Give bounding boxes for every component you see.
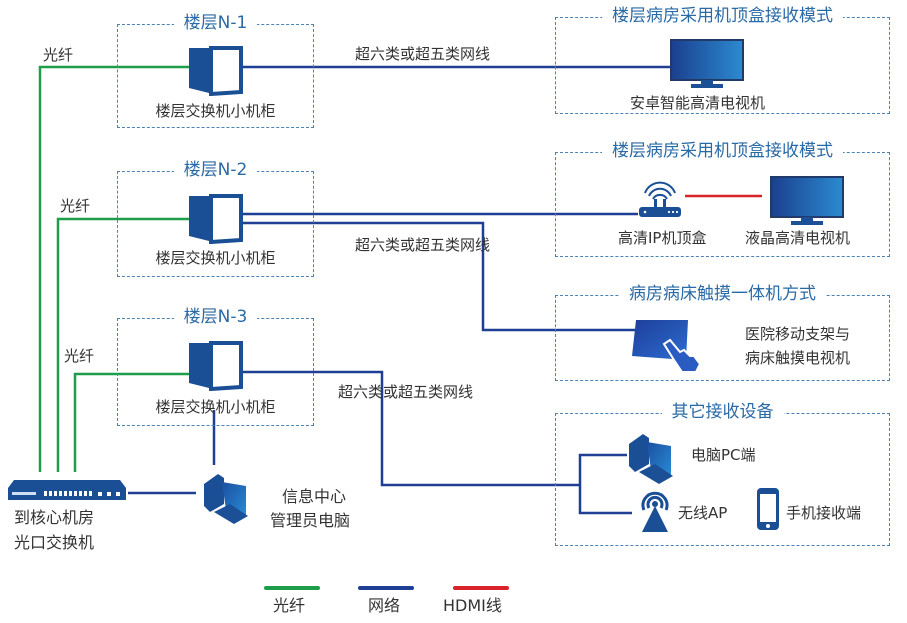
- receiver-box-other: 其它接收设备: [555, 402, 890, 546]
- cabinet-label: 楼层交换机小机柜: [155, 398, 276, 416]
- desktop-pc-icon: [629, 434, 673, 484]
- receiver-box-android-tv: 楼层病房采用机顶盒接收模式: [555, 6, 890, 114]
- legend-label-network: 网络: [368, 596, 401, 615]
- touch-screen-icon: [632, 320, 702, 373]
- floor-title: 楼层N-2: [173, 160, 258, 180]
- device-label-line1: 医院移动支架与: [745, 325, 851, 343]
- core-switch-label-line2: 光口交换机: [14, 533, 95, 552]
- admin-pc-label-line1: 信息中心: [282, 487, 347, 506]
- device-label: 无线AP: [678, 504, 728, 522]
- receiver-title: 病房病床触摸一体机方式: [619, 284, 826, 304]
- fiber-line-n3: [73, 372, 190, 472]
- receiver-title: 楼层病房采用机顶盒接收模式: [602, 6, 843, 26]
- legend-label-fiber: 光纤: [273, 596, 306, 615]
- cabinet-label: 楼层交换机小机柜: [155, 249, 276, 267]
- cabinet-icon: [189, 194, 243, 244]
- fiber-line-n2: [56, 217, 190, 472]
- cabinet-label: 楼层交换机小机柜: [155, 102, 276, 120]
- cable-label-n1: 超六类或超五类网线: [355, 45, 491, 63]
- fiber-line-n1: [38, 65, 190, 472]
- fiber-label-n1: 光纤: [43, 46, 74, 64]
- floor-box-n3: 楼层N-3: [117, 307, 314, 426]
- device-label: 手机接收端: [786, 504, 862, 522]
- admin-pc-label-line2: 管理员电脑: [270, 511, 351, 530]
- legend-swatch-hdmi: [453, 586, 509, 590]
- floor-title: 楼层N-3: [173, 307, 258, 327]
- core-switch-label-line1: 到核心机房: [14, 508, 95, 527]
- receiver-title: 楼层病房采用机顶盒接收模式: [602, 141, 843, 161]
- floor-box-n2: 楼层N-2: [117, 160, 314, 277]
- legend-swatch-fiber: [264, 586, 320, 590]
- cable-label-n2: 超六类或超五类网线: [355, 236, 491, 254]
- network-branch-pc: [578, 453, 627, 485]
- receiver-box-set-top: 楼层病房采用机顶盒接收模式: [555, 141, 890, 257]
- network-line-n3-other: [240, 370, 580, 487]
- device-label: 安卓智能高清电视机: [630, 94, 766, 112]
- wireless-ap-icon: [641, 491, 669, 532]
- network-line-n2-touch: [240, 221, 635, 332]
- device-label: 液晶高清电视机: [745, 229, 851, 247]
- core-switch-icon: [8, 480, 126, 500]
- floor-box-n1: 楼层N-1: [117, 13, 314, 128]
- device-label: 高清IP机顶盒: [618, 229, 707, 247]
- legend-label-hdmi: HDMI线: [443, 596, 502, 615]
- receiver-box-touch: 病房病床触摸一体机方式: [555, 284, 890, 381]
- floor-title: 楼层N-1: [173, 13, 258, 33]
- lcd-tv-icon: [770, 176, 844, 225]
- fiber-label-n2: 光纤: [60, 197, 91, 215]
- cabinet-icon: [189, 46, 243, 96]
- mobile-phone-icon: [757, 488, 779, 530]
- smart-tv-icon: [670, 39, 744, 88]
- fiber-label-n3: 光纤: [64, 347, 95, 365]
- device-label: 电脑PC端: [691, 446, 756, 464]
- set-top-box-icon: [639, 181, 681, 217]
- cable-label-n3: 超六类或超五类网线: [338, 383, 474, 401]
- network-branch-ap: [578, 485, 632, 515]
- device-label-line2: 病床触摸电视机: [745, 349, 851, 367]
- cabinet-icon: [189, 341, 243, 391]
- legend-swatch-network: [358, 586, 414, 590]
- admin-pc-icon: [204, 474, 248, 524]
- receiver-title: 其它接收设备: [661, 402, 784, 422]
